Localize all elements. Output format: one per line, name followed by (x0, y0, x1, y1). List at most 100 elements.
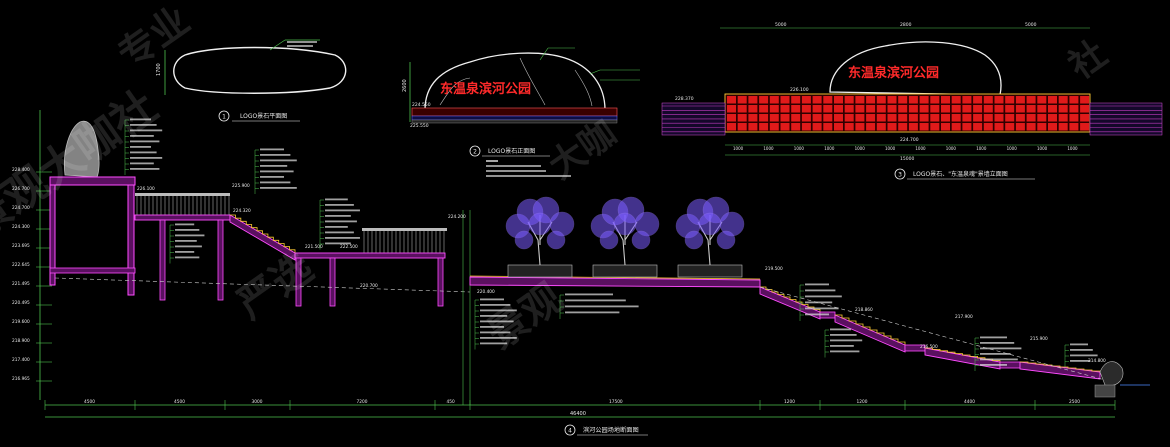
section-bottom-dim: 450 (447, 399, 455, 405)
wall-top-dim-2: 2800 (900, 22, 912, 28)
note-text-block (130, 129, 163, 132)
wall-panel (1015, 96, 1025, 104)
plan-height-dim: 1700 (156, 63, 162, 76)
wall-panel (1069, 114, 1079, 122)
note-text-block (325, 198, 348, 201)
wall-panel (855, 114, 865, 122)
wall-panel (962, 105, 972, 113)
left-level-label: 219.600 (12, 319, 30, 325)
wall-bottom-dim: 1000 (824, 146, 835, 151)
note-text-block (565, 305, 639, 308)
tree (505, 196, 575, 266)
wall-panel (855, 105, 865, 113)
note-text-block (325, 204, 354, 206)
note-text-block (830, 345, 854, 347)
wall-panel (844, 123, 854, 131)
note-text-block (830, 350, 860, 353)
wall-panel (1058, 105, 1068, 113)
wall-panel (737, 123, 747, 131)
wall-panel (1048, 105, 1057, 113)
wall-panel (983, 114, 993, 122)
wall-panel (780, 123, 790, 131)
wall-panel (1026, 123, 1036, 131)
wall-panel (866, 114, 876, 122)
title-number-2: 2 (473, 149, 477, 156)
wall-panel (823, 96, 833, 104)
wall-panel (962, 96, 972, 104)
wall-panel (727, 105, 736, 113)
note-text-block (480, 342, 508, 345)
wall-panel (791, 114, 801, 122)
wall-panel (941, 123, 950, 131)
wall-panel (962, 114, 972, 122)
wall-panel (919, 123, 929, 131)
watermark-6: 社 (1062, 33, 1115, 87)
wall-panel (887, 114, 897, 122)
wall-panel (1080, 114, 1090, 122)
wall-panel (908, 105, 918, 113)
wall-bottom-dim: 1000 (855, 146, 866, 151)
wall-panel (812, 96, 822, 104)
note-text-block (1070, 360, 1091, 362)
section-bottom-dim: 3000 (252, 399, 263, 405)
note-text-block (130, 140, 160, 143)
note-text-block (565, 293, 613, 296)
wall-panel (1037, 114, 1047, 122)
note-text-block (130, 124, 157, 126)
wall-bottom-dim: 1000 (946, 146, 957, 151)
note-text-block (130, 157, 163, 159)
note-text-block (130, 118, 151, 121)
note-text-block (980, 347, 1022, 350)
wall-panel (834, 105, 843, 113)
wall-panel (1080, 96, 1090, 104)
note-text-block (260, 181, 291, 184)
wall-panel (919, 96, 929, 104)
note-text-block (830, 339, 863, 342)
deck-level-6: 220.700 (360, 283, 378, 289)
section-bottom-dim: 1200 (784, 399, 795, 405)
note-text-block (130, 146, 151, 148)
deck-level-2: 225.900 (232, 183, 250, 189)
wall-panel (973, 123, 983, 131)
left-level-label: 228.400 (12, 167, 30, 173)
wall-panel (898, 123, 908, 131)
wall-panel (876, 114, 886, 122)
wall-panel (973, 105, 983, 113)
note-text-block (325, 242, 351, 245)
wall-panel (951, 114, 961, 122)
note-text-block (325, 237, 360, 239)
wall-panel (801, 123, 811, 131)
wall-panel (780, 114, 790, 122)
elev-level-2: 224.550 (412, 102, 431, 108)
wall-panel (801, 105, 811, 113)
tree-canopy (698, 212, 722, 236)
tree-canopy (631, 230, 651, 250)
note-text-block (175, 245, 202, 248)
note-text-block (480, 298, 504, 301)
note-text-block (325, 226, 348, 228)
wall-panel (994, 114, 1004, 122)
note-text-block (175, 240, 197, 242)
wall-panel (941, 114, 950, 122)
wall-panel (1015, 105, 1025, 113)
wall-panel (1005, 123, 1015, 131)
wall-panel (930, 96, 940, 104)
right-level-4: 217.900 (955, 314, 973, 320)
wall-panel (1080, 105, 1090, 113)
right-level-3: 218.860 (855, 307, 873, 313)
left-level-label: 224.300 (12, 224, 30, 230)
tree-canopy (684, 230, 704, 250)
wall-panel (1026, 105, 1036, 113)
wall-panel (866, 105, 876, 113)
wall-panel (951, 123, 961, 131)
stair-flight-lower (834, 314, 906, 353)
title-section: 滨河公园场地断面图 (583, 426, 639, 434)
note-text-block (980, 353, 1011, 355)
right-level-1: 220.400 (477, 289, 495, 295)
note-text-block (980, 342, 1015, 344)
left-level-label: 220.495 (12, 300, 30, 306)
wall-bottom-dim: 1000 (885, 146, 896, 151)
wall-bottom-dim: 1000 (763, 146, 774, 151)
section-bottom-dim: 2500 (1069, 399, 1080, 405)
wall-panel (769, 105, 779, 113)
